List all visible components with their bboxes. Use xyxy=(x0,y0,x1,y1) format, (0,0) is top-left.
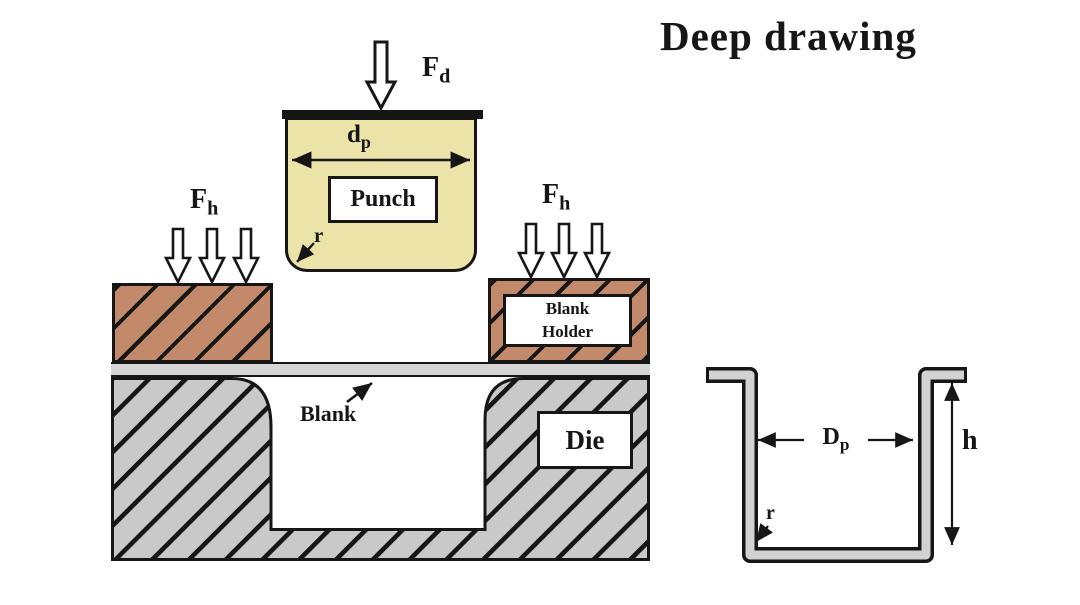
punch-name-label: Punch xyxy=(350,186,416,212)
drawn-cup-cross-section xyxy=(706,367,967,563)
holder-left-force-arrows-icon xyxy=(163,227,261,285)
holder-right-force-arrows-icon xyxy=(516,222,612,280)
punch-radius-pointer-icon xyxy=(296,242,315,263)
blank-pointer-icon xyxy=(346,381,373,404)
blank-holder-left xyxy=(112,283,273,363)
cup-diameter-label: Dp xyxy=(804,424,868,453)
punch-radius-label: r xyxy=(314,223,324,247)
cup-height-label: h xyxy=(962,425,978,456)
punch-force-label: Fd xyxy=(422,52,451,88)
die-name-label: Die xyxy=(565,424,605,455)
blank-holder-name-box: Blank Holder xyxy=(503,294,632,347)
blank-holder-name-line1: Blank xyxy=(545,298,590,318)
cup-radius-label: r xyxy=(766,502,775,524)
punch-name-box: Punch xyxy=(328,176,438,223)
punch-diameter-arrow-icon xyxy=(292,151,470,169)
punch-top-plate xyxy=(282,110,483,119)
die-cross-section xyxy=(111,377,650,561)
page-title: Deep drawing xyxy=(660,13,917,59)
die-name-box: Die xyxy=(537,411,633,469)
holder-left-force-label: Fh xyxy=(190,184,219,220)
punch-force-arrow-icon xyxy=(364,40,398,112)
blank-label: Blank xyxy=(300,401,357,426)
blank-holder-name-line2: Holder xyxy=(542,321,593,341)
holder-right-force-label: Fh xyxy=(542,179,571,215)
blank-sheet xyxy=(111,362,650,377)
punch-diameter-label: dp xyxy=(347,121,371,152)
